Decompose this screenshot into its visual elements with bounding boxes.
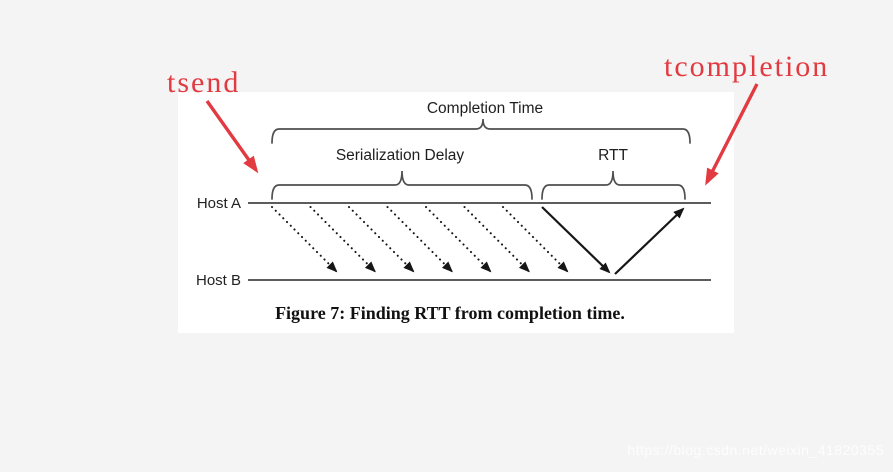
data-packet-arrow: [309, 206, 376, 273]
rtt-diagram: Completion Time Serialization Delay RTT …: [196, 100, 711, 323]
host-a-label: Host A: [197, 195, 241, 212]
data-packet-arrow: [271, 206, 338, 273]
serialization-delay-brace: [271, 170, 533, 200]
tsend-annotation: tsend: [167, 66, 241, 99]
data-packet-arrow: [348, 206, 415, 273]
data-packet-arrows: [271, 206, 569, 273]
figure-caption: Figure 7: Finding RTT from completion ti…: [275, 303, 625, 323]
completion-time-label: Completion Time: [427, 100, 543, 117]
completion-time-brace: [271, 118, 691, 144]
data-packet-arrow: [502, 206, 569, 273]
rtt-label: RTT: [598, 147, 628, 164]
data-packet-arrow: [463, 206, 530, 273]
rtt-reply-arrow: [614, 207, 685, 275]
data-packet-arrow: [425, 206, 492, 273]
data-packet-arrow: [386, 206, 453, 273]
figure-image: Completion Time Serialization Delay RTT …: [178, 92, 734, 333]
rtt-brace: [541, 170, 686, 200]
tcompletion-annotation: tcompletion: [664, 50, 830, 83]
host-b-label: Host B: [196, 272, 241, 289]
rtt-request-arrow: [541, 206, 611, 274]
watermark: https://blog.csdn.net/weixin_41820355: [627, 442, 884, 458]
serialization-delay-label: Serialization Delay: [336, 147, 465, 164]
